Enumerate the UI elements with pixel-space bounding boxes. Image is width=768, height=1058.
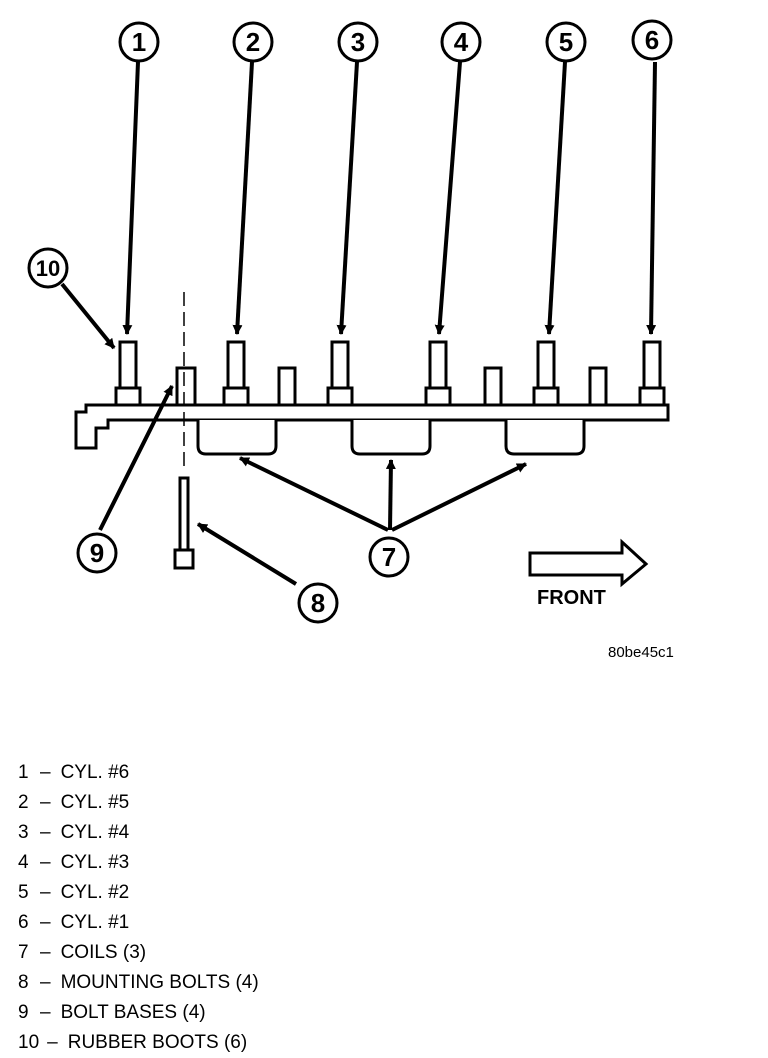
- legend-number: 3: [18, 822, 29, 843]
- legend-number: 10: [18, 1032, 40, 1053]
- legend-number: 4: [18, 852, 29, 873]
- legend-number: 2: [18, 792, 29, 813]
- leader-1: [122, 61, 140, 335]
- callout-5: 5: [559, 27, 573, 57]
- leader-5: [544, 61, 567, 335]
- legend-dash: –: [47, 1032, 58, 1053]
- callout-2: 2: [246, 27, 260, 57]
- legend-text: CYL. #4: [60, 822, 130, 843]
- leader-3: [336, 61, 359, 335]
- legend-item: 8–MOUNTING BOLTS (4): [18, 968, 259, 998]
- legend-number: 5: [18, 882, 29, 903]
- boot-cyl-4: [330, 340, 350, 390]
- leader-10: [60, 282, 116, 350]
- coil: [350, 420, 432, 456]
- legend-item: 3–CYL. #4: [18, 818, 259, 848]
- callout-circle-2: [232, 21, 274, 63]
- legend-item: 5–CYL. #2: [18, 878, 259, 908]
- callout-circle-9: [76, 532, 118, 574]
- callout-circle-4: [440, 21, 482, 63]
- leader-2: [232, 61, 254, 335]
- leader-6: [646, 61, 657, 335]
- bolt-base: [588, 366, 608, 407]
- legend-text: CYL. #3: [60, 852, 130, 873]
- mounting-plate: [74, 403, 670, 450]
- legend-item: 7–COILS (3): [18, 938, 259, 968]
- legend-text: BOLT BASES (4): [60, 1002, 206, 1023]
- legend-number: 9: [18, 1002, 29, 1023]
- callout-9: 9: [90, 538, 104, 568]
- boot-cyl-1: [642, 340, 662, 390]
- boot-cyl-2: [536, 340, 556, 390]
- legend-number: 7: [18, 942, 29, 963]
- boot-cyl-6: [118, 340, 138, 390]
- boot-cyl-5: [226, 340, 246, 390]
- legend-item: 10–RUBBER BOOTS (6): [18, 1028, 259, 1058]
- leader-7c: [391, 462, 527, 532]
- legend-item: 4–CYL. #3: [18, 848, 259, 878]
- callout-circle-3: [337, 21, 379, 63]
- legend-number: 1: [18, 762, 29, 783]
- callout-1: 1: [132, 27, 146, 57]
- legend-text: CYL. #2: [60, 882, 130, 903]
- legend-text: RUBBER BOOTS (6): [67, 1032, 248, 1053]
- callout-circle-10: [27, 247, 69, 289]
- legend-text: CYL. #5: [60, 792, 130, 813]
- leader-9: [98, 385, 174, 531]
- front-arrow-icon: [528, 538, 649, 588]
- legend-item: 9–BOLT BASES (4): [18, 998, 259, 1028]
- legend-dash: –: [40, 942, 51, 963]
- leader-8: [196, 522, 298, 586]
- legend-dash: –: [40, 882, 51, 903]
- bolt-base: [277, 366, 297, 407]
- leader-7a: [239, 456, 389, 532]
- legend-text: CYL. #6: [60, 762, 130, 783]
- legend-dash: –: [40, 1002, 51, 1023]
- coil: [196, 420, 278, 456]
- figure-id: 80be45c1: [608, 644, 674, 661]
- callout-3: 3: [351, 27, 365, 57]
- leader-4: [434, 61, 462, 335]
- legend-text: CYL. #1: [60, 912, 130, 933]
- bolt-base: [175, 366, 197, 407]
- callout-6: 6: [645, 25, 659, 55]
- callout-circle-8: [297, 582, 339, 624]
- legend-dash: –: [40, 852, 51, 873]
- bolt-bases: [175, 366, 608, 407]
- callout-10: 10: [36, 256, 60, 281]
- rubber-boots: [114, 340, 666, 407]
- legend-text: COILS (3): [60, 942, 147, 963]
- legend-dash: –: [40, 792, 51, 813]
- callout-8: 8: [311, 588, 325, 618]
- legend-dash: –: [40, 762, 51, 783]
- legend-dash: –: [40, 912, 51, 933]
- legend-number: 8: [18, 972, 29, 993]
- boot-cyl-3: [428, 340, 448, 390]
- callout-circle-1: [118, 21, 160, 63]
- bolt-base: [483, 366, 503, 407]
- leader-7b: [385, 459, 396, 531]
- callout-circle-6: [631, 19, 673, 61]
- callout-circle-7: [368, 536, 410, 578]
- coils: [196, 420, 586, 456]
- legend-dash: –: [40, 972, 51, 993]
- leader-arrows: [60, 61, 657, 586]
- callout-circle-5: [545, 21, 587, 63]
- legend-item: 2–CYL. #5: [18, 788, 259, 818]
- mounting-bolt: [173, 476, 195, 570]
- legend-text: MOUNTING BOLTS (4): [60, 972, 259, 993]
- legend-dash: –: [40, 822, 51, 843]
- coil-pack-diagram: 1 2 3 4 5 6 7 8 9 10 FRONT: [27, 19, 673, 624]
- legend-number: 6: [18, 912, 29, 933]
- legend-item: 6–CYL. #1: [18, 908, 259, 938]
- legend-item: 1–CYL. #6: [18, 758, 259, 788]
- callout-4: 4: [454, 27, 469, 57]
- callout-7: 7: [382, 542, 396, 572]
- front-label: FRONT: [537, 587, 606, 609]
- coil: [504, 420, 586, 456]
